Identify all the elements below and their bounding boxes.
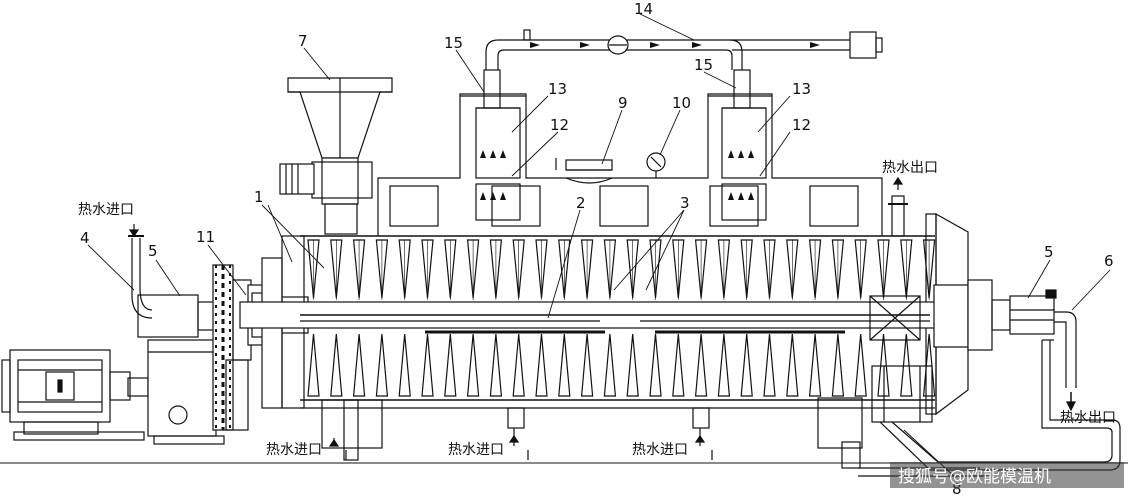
lower-paddle-tooth bbox=[740, 333, 753, 397]
callout-5b: 5 bbox=[1044, 243, 1054, 261]
right-outlet-pipe bbox=[1054, 311, 1077, 412]
watermark: 搜狐号@欧能模温机 bbox=[890, 462, 1124, 488]
label-hot-water-inlet-b3: 热水进口 bbox=[632, 442, 688, 458]
callout-11: 11 bbox=[196, 228, 215, 246]
label-hot-water-outlet-top: 热水出口 bbox=[882, 160, 938, 176]
upper-paddles bbox=[307, 239, 936, 300]
label-hot-water-inlet-b2: 热水进口 bbox=[448, 442, 504, 458]
bottom-inlet-arrows bbox=[328, 428, 713, 460]
motor bbox=[1, 349, 145, 441]
pressure-gauge bbox=[646, 152, 666, 178]
lower-paddle-tooth bbox=[717, 333, 731, 397]
callout-6: 6 bbox=[1104, 252, 1114, 270]
lower-paddle-tooth bbox=[375, 333, 389, 397]
lower-paddle-tooth bbox=[808, 333, 822, 397]
lower-paddle-tooth bbox=[558, 333, 571, 397]
callout-8: 8 bbox=[952, 480, 962, 498]
feed-hopper bbox=[279, 77, 393, 235]
left-inlet-pipe bbox=[128, 224, 153, 319]
lower-paddle-tooth bbox=[626, 333, 639, 397]
lower-paddle-tooth bbox=[512, 333, 525, 397]
dryer-shell bbox=[261, 93, 969, 416]
callout-7: 7 bbox=[298, 32, 308, 50]
lower-paddle-tooth bbox=[786, 333, 799, 397]
lower-paddle-tooth bbox=[466, 333, 480, 397]
lower-paddle-tooth bbox=[421, 333, 434, 397]
right-bearing bbox=[933, 279, 1057, 351]
callout-13a: 13 bbox=[548, 80, 567, 98]
lower-paddle-tooth bbox=[694, 333, 708, 397]
lower-paddle-tooth bbox=[922, 333, 936, 397]
label-hot-water-inlet-b1: 热水进口 bbox=[266, 442, 322, 458]
callout-12b: 12 bbox=[792, 116, 811, 134]
callout-14: 14 bbox=[634, 0, 653, 18]
lower-paddle-tooth bbox=[444, 333, 457, 397]
lower-paddle-tooth bbox=[580, 333, 594, 397]
callout-9: 9 bbox=[618, 94, 628, 112]
lower-paddle-tooth bbox=[672, 333, 685, 397]
chain-sprocket bbox=[212, 264, 252, 431]
lower-paddle-tooth bbox=[763, 333, 776, 397]
callout-15a: 15 bbox=[444, 34, 463, 52]
callout-5a: 5 bbox=[148, 242, 158, 260]
callout-12a: 12 bbox=[550, 116, 569, 134]
label-hot-water-inlet-left: 热水进口 bbox=[78, 202, 134, 218]
lower-paddle-tooth bbox=[831, 333, 845, 397]
lower-paddle-tooth bbox=[398, 333, 411, 397]
lower-paddle-tooth bbox=[330, 333, 343, 397]
callout-2: 2 bbox=[576, 194, 586, 212]
lower-paddle-tooth bbox=[854, 333, 867, 397]
lower-paddle-tooth bbox=[900, 333, 913, 397]
leader-lines bbox=[87, 13, 1111, 479]
callout-15b: 15 bbox=[694, 56, 713, 74]
callout-numbers: 1 2 3 4 5 5 6 7 8 9 10 11 12 12 13 13 14… bbox=[80, 0, 1114, 498]
exhaust-dome-right bbox=[708, 69, 772, 221]
vent-pipe bbox=[485, 29, 883, 70]
lower-paddle-tooth bbox=[603, 333, 617, 397]
callout-10: 10 bbox=[672, 94, 691, 112]
lower-paddle-tooth bbox=[649, 333, 662, 397]
label-hot-water-outlet-right: 热水出口 bbox=[1060, 410, 1116, 426]
callout-1: 1 bbox=[254, 188, 264, 206]
lower-paddle-tooth bbox=[535, 333, 548, 397]
lower-paddles bbox=[307, 333, 936, 397]
hollow-shaft bbox=[239, 295, 981, 341]
lower-paddle-tooth bbox=[352, 333, 366, 397]
lower-paddle-tooth bbox=[307, 333, 320, 397]
exhaust-dome-left bbox=[460, 69, 526, 221]
top-outlet-nozzle bbox=[888, 176, 908, 237]
inspection-hatch bbox=[555, 158, 613, 184]
callout-4: 4 bbox=[80, 229, 90, 247]
bottom-legs bbox=[321, 365, 990, 477]
gear-reducer bbox=[127, 294, 225, 445]
callout-3: 3 bbox=[680, 194, 690, 212]
callout-13b: 13 bbox=[792, 80, 811, 98]
text-labels: 热水进口 热水出口 热水出口 热水进口 热水进口 热水进口 bbox=[78, 160, 1116, 458]
watermark-text: 搜狐号@欧能模温机 bbox=[898, 467, 1051, 487]
lower-paddle-tooth bbox=[489, 333, 503, 397]
discharge-pipe bbox=[879, 339, 1121, 471]
